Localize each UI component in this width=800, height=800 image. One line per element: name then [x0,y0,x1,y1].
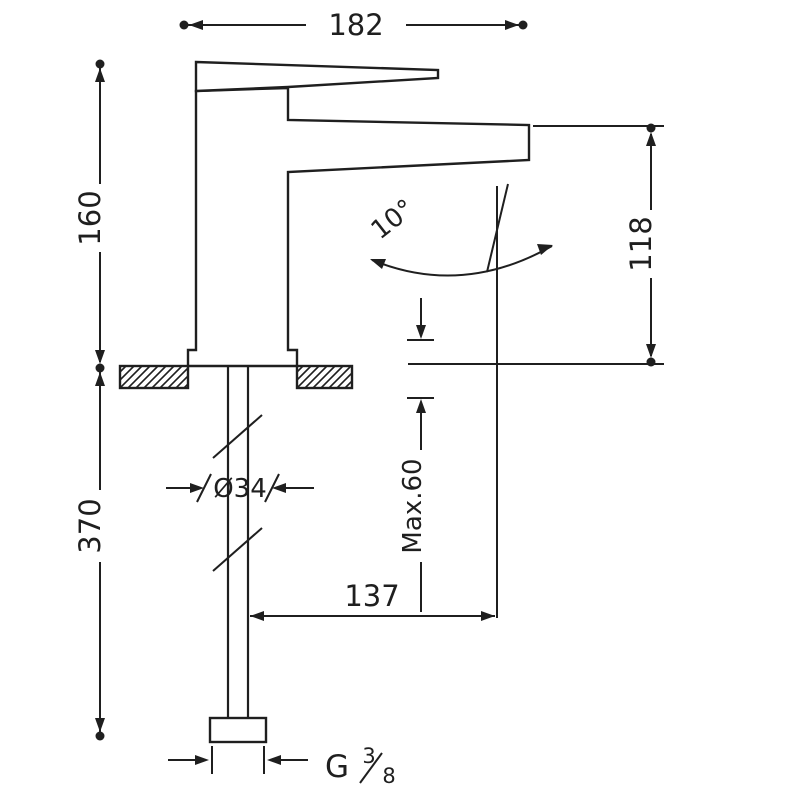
dim-160-label: 160 [73,190,107,245]
countertop-left-hatching [119,365,189,389]
dim-137-label: 137 [344,579,399,613]
dimension-angle-10: 10° [366,183,553,618]
dimension-118: 118 [408,123,664,367]
thread-fraction-slash [359,752,383,784]
spout-stream-slanted-line [486,183,509,273]
dimension-137: 137 [250,579,495,621]
dim-angle-label: 10° [366,194,421,246]
thread-denominator-label: 8 [382,764,395,788]
stud-break-mark-lower [212,527,263,572]
dim-118-label: 118 [624,216,658,271]
dim-370-dot-bottom [95,731,105,741]
dimension-370: 370 [73,372,107,741]
dimension-diameter-34: Ø34 [166,473,314,504]
dimension-182: 182 [179,8,528,42]
dim-182-dot-right [518,20,528,30]
dim-160-dot-top [95,59,105,69]
dimension-max60: Max.60 [398,298,434,612]
dim-max60-label: Max.60 [398,458,428,553]
dimension-160: 160 [73,59,107,373]
dim-118-dot-top [646,123,656,133]
mounting-nut [208,716,268,744]
dim-160-dot-bottom [95,363,105,373]
countertop-right-hatching [296,365,353,389]
stud-break-mark-upper [212,414,263,459]
thread-numerator-label: 3 [362,744,375,768]
dim-182-label: 182 [328,8,383,42]
faucet-body-and-spout [186,86,531,368]
dim-diameter-label: Ø34 [213,474,267,504]
thread-prefix-label: G [325,749,349,785]
faucet-outline [186,60,531,368]
dimension-thread-g38: G 3 8 [168,744,396,788]
dim-370-label: 370 [73,498,107,553]
faucet-lever-handle [194,60,440,93]
dim-118-dot-bottom [646,357,656,367]
dim-182-dot-left [179,20,189,30]
angle-arc [371,245,553,277]
mounting-stud [208,366,268,774]
countertop-section [118,364,354,390]
